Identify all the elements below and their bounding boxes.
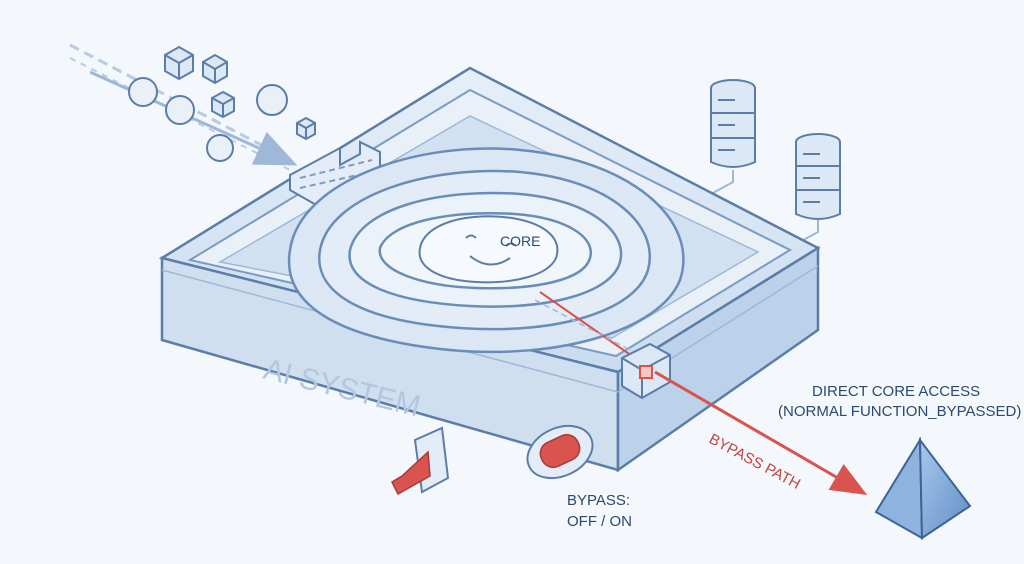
- pyramid-icon: [874, 436, 972, 540]
- direct-access-label-line2: (NORMAL FUNCTION_BYPASSED): [778, 403, 1021, 420]
- core: CORE: [418, 215, 559, 284]
- smiley-face-icon: [465, 234, 517, 266]
- core-label: CORE: [500, 233, 540, 249]
- bypass-path-arrow: [654, 370, 868, 496]
- toggle-switch-icon[interactable]: [391, 426, 450, 496]
- bypass-switch-label-line1: BYPASS:: [567, 492, 630, 509]
- bypass-path-label: BYPASS PATH: [706, 431, 803, 493]
- input-port: [289, 140, 381, 208]
- output-port: [621, 342, 671, 400]
- server-icon: [710, 79, 841, 220]
- bypass-laser: [534, 291, 646, 366]
- bypass-toggle-switch[interactable]: [519, 416, 601, 488]
- sphere-icon: [128, 77, 288, 162]
- direct-access-label-line1: DIRECT CORE ACCESS: [812, 383, 980, 400]
- bypass-switch-label-line2: OFF / ON: [567, 513, 632, 530]
